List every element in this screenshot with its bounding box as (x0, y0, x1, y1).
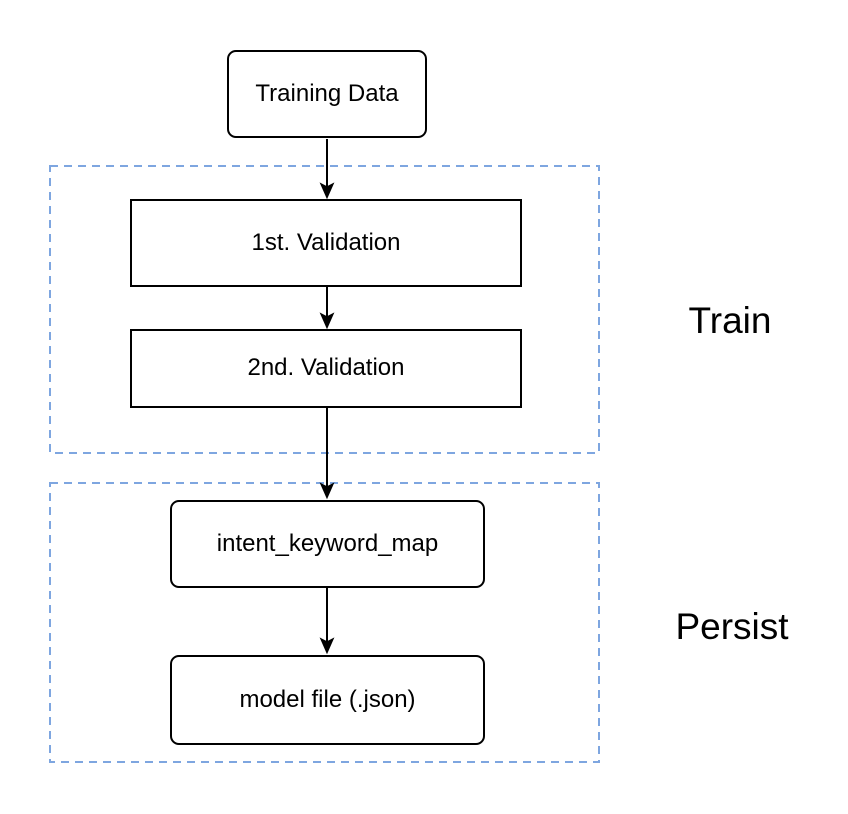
node-intent-keyword-map: intent_keyword_map (170, 500, 485, 588)
node-training-data-label: Training Data (255, 79, 399, 107)
node-model-file-label: model file (.json) (239, 685, 416, 713)
node-first-validation-label: 1st. Validation (251, 228, 401, 256)
arrow-second-validation-to-intent-map (319, 408, 335, 500)
train-group-label-text: Train (688, 300, 772, 341)
arrow-intent-map-to-model-file (319, 588, 335, 655)
node-training-data: Training Data (227, 50, 427, 138)
persist-group-label-text: Persist (675, 606, 789, 647)
arrow-first-to-second-validation (319, 287, 335, 330)
node-second-validation: 2nd. Validation (130, 329, 522, 408)
node-model-file: model file (.json) (170, 655, 485, 745)
node-second-validation-label: 2nd. Validation (247, 354, 405, 382)
persist-group-label: Persist (652, 605, 812, 649)
node-intent-keyword-map-label: intent_keyword_map (216, 529, 439, 557)
node-first-validation: 1st. Validation (130, 199, 522, 287)
train-group-label: Train (650, 299, 810, 343)
arrow-training-to-first-validation (319, 139, 335, 200)
